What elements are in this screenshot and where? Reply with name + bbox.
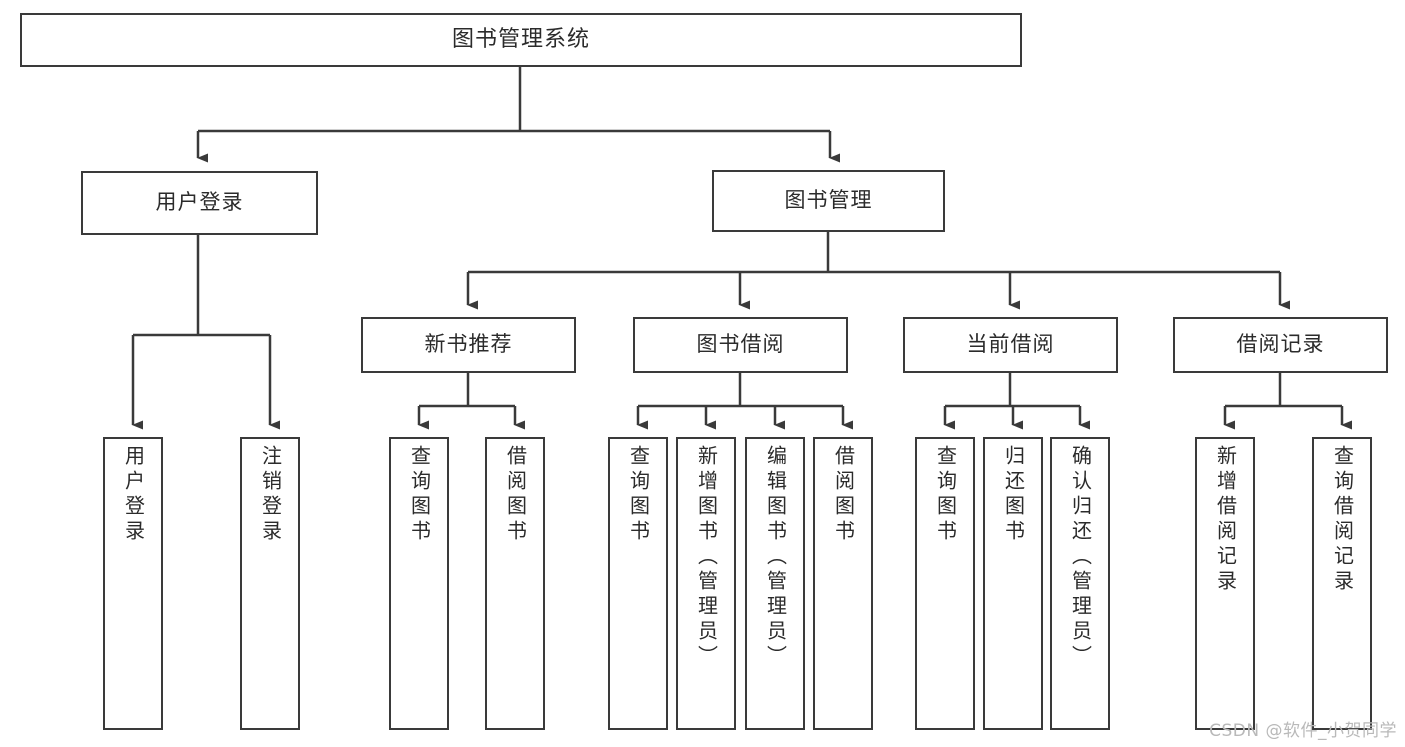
node-borrow-record-label: 借阅记录 (1236, 332, 1325, 357)
node-leaf-add-book[interactable]: 新增图书（管理员） (676, 437, 736, 730)
node-leaf-return-book[interactable]: 归还图书 (983, 437, 1043, 730)
node-book-borrow-label: 图书借阅 (696, 332, 785, 357)
node-leaf-user-login[interactable]: 用户登录 (103, 437, 163, 730)
node-leaf-borrow-book-2[interactable]: 借阅图书 (813, 437, 873, 730)
node-book-manage[interactable]: 图书管理 (712, 170, 945, 232)
node-leaf-borrow-book-2-label: 借阅图书 (831, 445, 856, 545)
node-leaf-query-record-label: 查询借阅记录 (1330, 445, 1355, 595)
node-user-login[interactable]: 用户登录 (81, 171, 318, 235)
node-leaf-user-login-label: 用户登录 (121, 445, 146, 545)
node-leaf-query-book-3-label: 查询图书 (933, 445, 958, 545)
node-leaf-add-record[interactable]: 新增借阅记录 (1195, 437, 1255, 730)
node-leaf-query-record[interactable]: 查询借阅记录 (1312, 437, 1372, 730)
node-leaf-query-book-2-label: 查询图书 (626, 445, 651, 545)
node-current-borrow-label: 当前借阅 (966, 332, 1055, 357)
node-leaf-confirm-return[interactable]: 确认归还（管理员） (1050, 437, 1110, 730)
node-leaf-query-book-1[interactable]: 查询图书 (389, 437, 449, 730)
node-book-borrow[interactable]: 图书借阅 (633, 317, 848, 373)
node-leaf-edit-book-label: 编辑图书（管理员） (763, 445, 788, 670)
node-root[interactable]: 图书管理系统 (20, 13, 1022, 67)
node-leaf-query-book-2[interactable]: 查询图书 (608, 437, 668, 730)
node-leaf-query-book-3[interactable]: 查询图书 (915, 437, 975, 730)
node-leaf-query-book-1-label: 查询图书 (407, 445, 432, 545)
node-new-book-rec-label: 新书推荐 (424, 332, 513, 357)
node-leaf-return-book-label: 归还图书 (1001, 445, 1026, 545)
node-leaf-edit-book[interactable]: 编辑图书（管理员） (745, 437, 805, 730)
node-root-label: 图书管理系统 (451, 26, 590, 52)
node-leaf-add-book-label: 新增图书（管理员） (694, 445, 719, 670)
node-leaf-confirm-return-label: 确认归还（管理员） (1068, 445, 1093, 670)
node-leaf-logout-label: 注销登录 (258, 445, 283, 545)
node-book-manage-label: 图书管理 (784, 188, 873, 213)
node-current-borrow[interactable]: 当前借阅 (903, 317, 1118, 373)
node-leaf-add-record-label: 新增借阅记录 (1213, 445, 1238, 595)
node-leaf-borrow-book-1-label: 借阅图书 (503, 445, 528, 545)
node-borrow-record[interactable]: 借阅记录 (1173, 317, 1388, 373)
node-user-login-label: 用户登录 (155, 190, 244, 215)
node-new-book-rec[interactable]: 新书推荐 (361, 317, 576, 373)
node-leaf-logout[interactable]: 注销登录 (240, 437, 300, 730)
node-leaf-borrow-book-1[interactable]: 借阅图书 (485, 437, 545, 730)
watermark: CSDN @软件_小贺同学 (1209, 721, 1397, 741)
